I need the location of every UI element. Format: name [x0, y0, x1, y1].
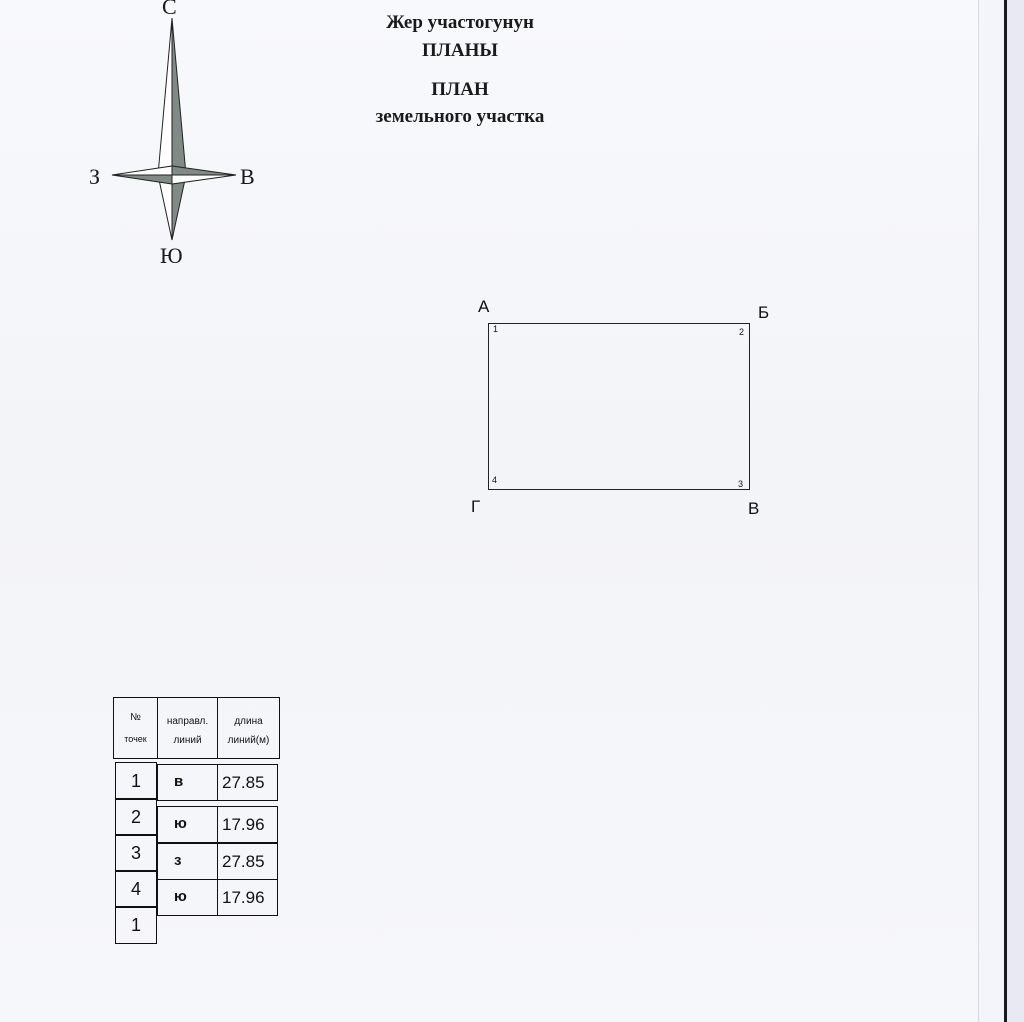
length-cell-2: 17.96: [217, 806, 278, 843]
direction-cell-2: ю: [157, 806, 218, 843]
title-russian-subtitle: земельного участка: [375, 106, 545, 127]
page-edge-border: [1004, 0, 1007, 1022]
point-cell-2: 2: [115, 798, 157, 836]
compass-north-label: С: [162, 0, 177, 19]
header-cell-length: [217, 697, 280, 759]
land-plot-outline: [488, 323, 750, 490]
header-direction-line1: направл.: [166, 716, 209, 727]
corner-number-3: 3: [738, 479, 744, 489]
compass-south-label: Ю: [160, 243, 183, 268]
header-length-line2: линий(м): [227, 735, 270, 746]
title-russian-plan: ПЛАН: [431, 79, 489, 100]
title-kyrgyz-plan: ПЛАНЫ: [421, 40, 499, 61]
length-cell-1: 27.85: [217, 764, 278, 801]
corner-label-g: Г: [471, 497, 481, 516]
title-kyrgyz: Жер участогунун: [386, 12, 534, 33]
compass-east-label: В: [240, 164, 255, 189]
corner-number-4: 4: [492, 475, 498, 485]
corner-label-a: А: [478, 297, 490, 316]
point-cell-4: 4: [115, 870, 157, 908]
header-direction-line2: линий: [173, 735, 202, 746]
corner-number-2: 2: [739, 327, 745, 337]
header-points-line2: точек: [124, 734, 147, 744]
point-cell-5: 1: [115, 906, 157, 944]
length-cell-4: 17.96: [217, 879, 278, 916]
point-cell-3: 3: [115, 834, 157, 872]
corner-number-1: 1: [493, 324, 499, 334]
length-cell-3: 27.85: [217, 843, 278, 880]
corner-label-v: В: [748, 499, 760, 518]
header-length-line1: длина: [234, 716, 263, 727]
compass-west-label: З: [89, 164, 101, 189]
background-edge: [1007, 0, 1024, 1022]
header-points-line1: №: [130, 712, 141, 723]
page-edge: [978, 0, 1007, 1022]
corner-label-b: Б: [758, 303, 770, 322]
header-cell-points: [113, 697, 158, 759]
compass-rose-icon: [111, 17, 237, 241]
direction-cell-3: з: [157, 843, 218, 880]
direction-cell-4: ю: [157, 879, 218, 916]
direction-cell-1: в: [157, 764, 218, 801]
point-cell-1: 1: [115, 762, 157, 800]
